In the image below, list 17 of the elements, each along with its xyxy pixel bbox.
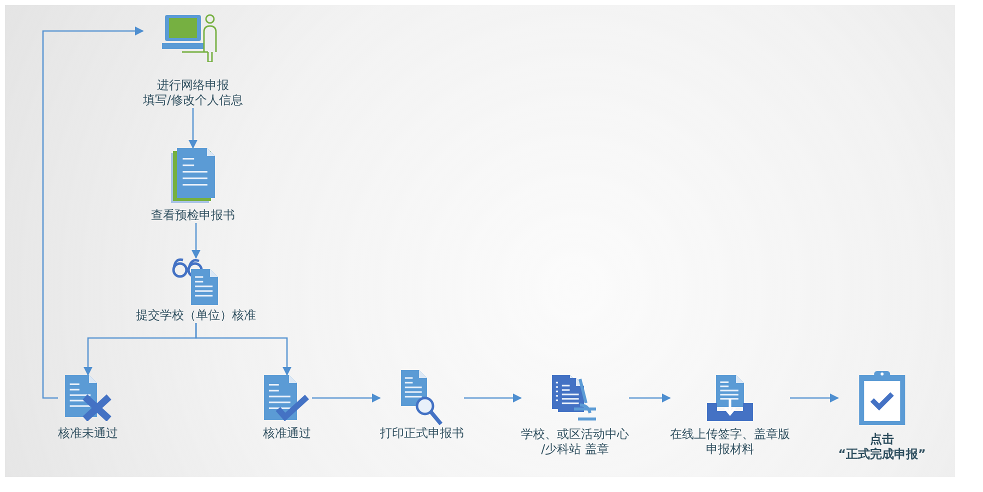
step-label: 核准未通过	[58, 426, 118, 441]
step-label: 打印正式申报书	[380, 426, 464, 441]
step-label: 查看预检申报书	[151, 208, 235, 223]
step-label: 核准通过	[263, 426, 311, 441]
step-label: 点击“正式完成申报”	[838, 432, 926, 462]
arrow	[195, 323, 292, 376]
arrow	[312, 393, 381, 403]
arrow	[464, 393, 522, 403]
arrow	[191, 223, 201, 259]
step-label: 学校、或区活动中心/少科站 盖章	[521, 427, 629, 457]
arrow	[42, 26, 144, 399]
step-label: 提交学校（单位）核准	[136, 308, 256, 323]
step-label: 进行网络申报填写/修改个人信息	[142, 78, 244, 108]
arrow	[629, 393, 671, 403]
step-label: 在线上传签字、盖章版申报材料	[670, 427, 790, 457]
arrow	[790, 393, 840, 403]
arrow	[188, 108, 198, 149]
